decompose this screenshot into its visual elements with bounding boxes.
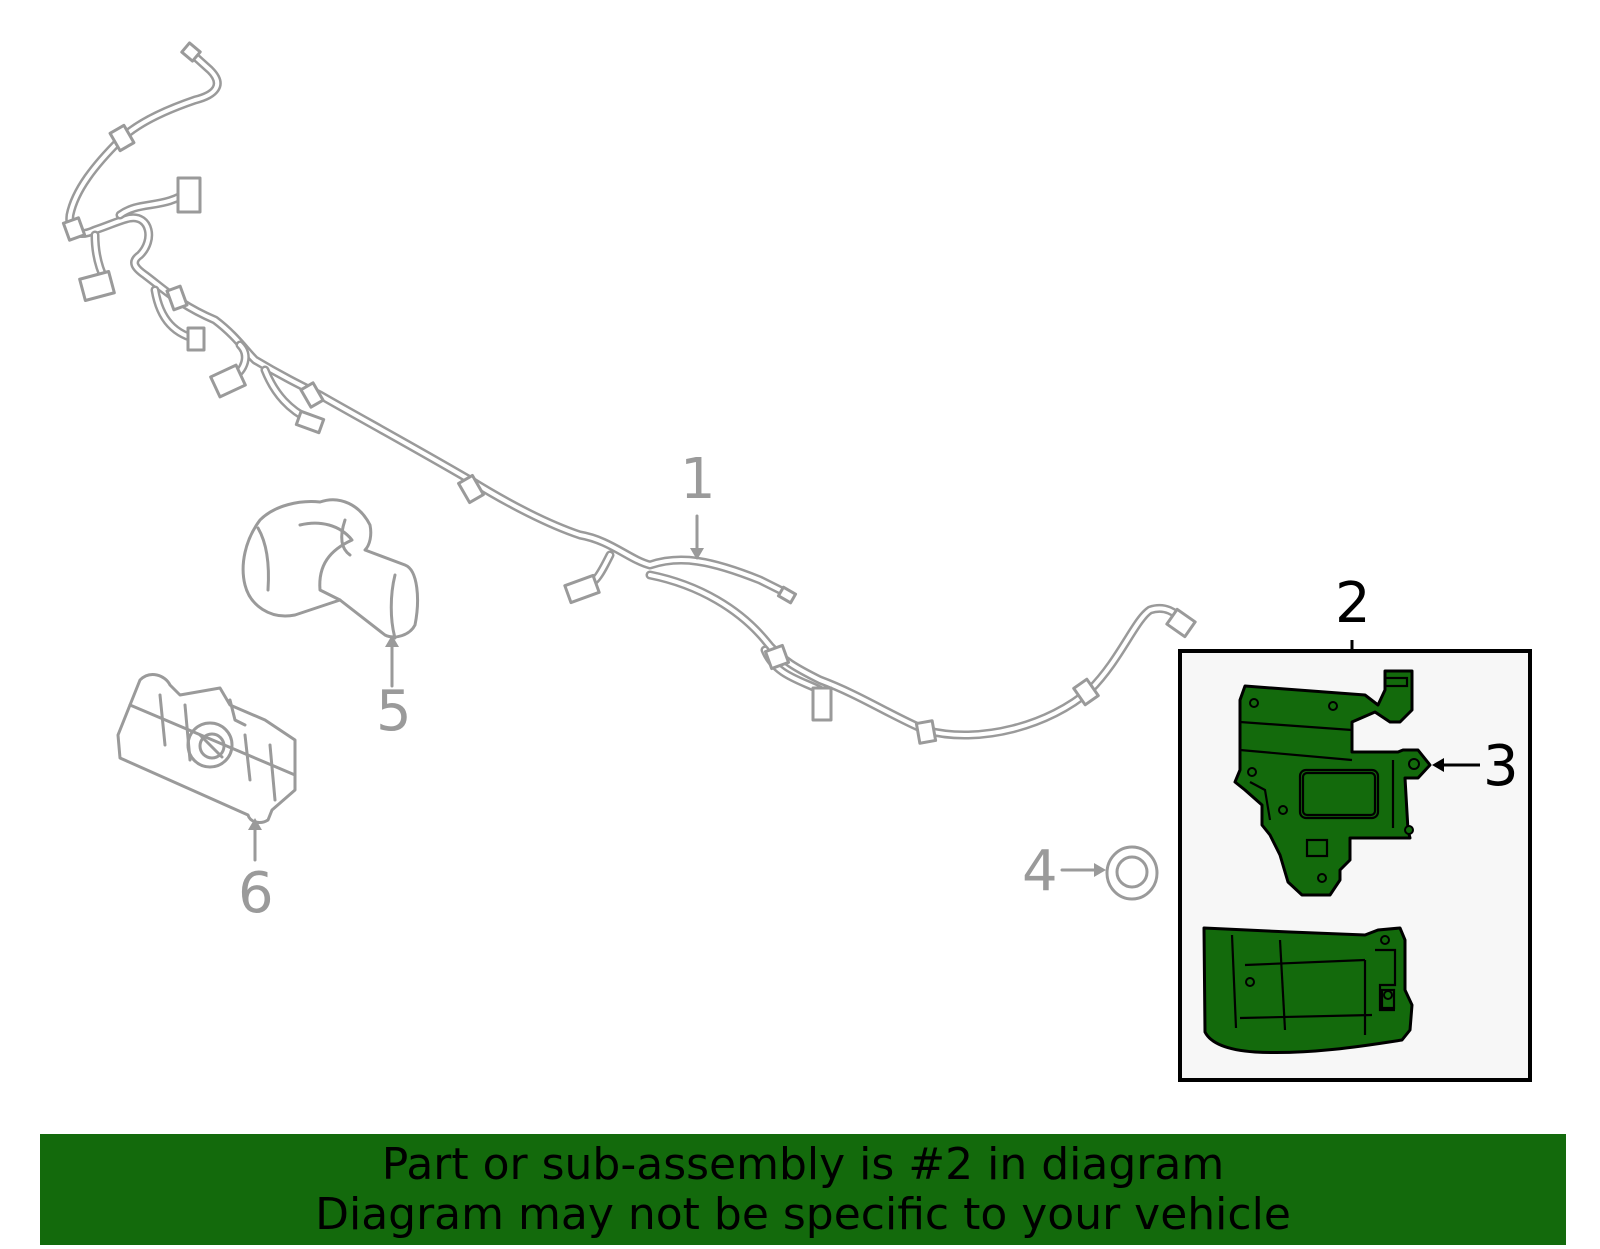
part-5-parking-sensor[interactable]: [241, 498, 420, 688]
part-4-nut[interactable]: [1060, 845, 1159, 901]
part-6-sensor-bracket[interactable]: [116, 673, 297, 862]
callout-4: 4: [1022, 839, 1058, 904]
banner-line-2: Diagram may not be specific to your vehi…: [315, 1189, 1291, 1240]
callout-5: 5: [376, 679, 412, 744]
callout-6: 6: [238, 861, 274, 926]
info-banner: Part or sub-assembly is #2 in diagram Di…: [40, 1134, 1566, 1245]
part-2-assembly-inset[interactable]: [1178, 640, 1532, 1082]
callout-1: 1: [680, 447, 716, 512]
part-1-wiring-harness[interactable]: [61, 41, 1197, 745]
banner-line-1: Part or sub-assembly is #2 in diagram: [381, 1139, 1225, 1190]
parts-diagram: 1 5 6 4: [61, 41, 1532, 1082]
callout-3-leader: [1432, 758, 1480, 772]
callout-2: 2: [1335, 571, 1371, 636]
callout-3: 3: [1483, 734, 1519, 799]
